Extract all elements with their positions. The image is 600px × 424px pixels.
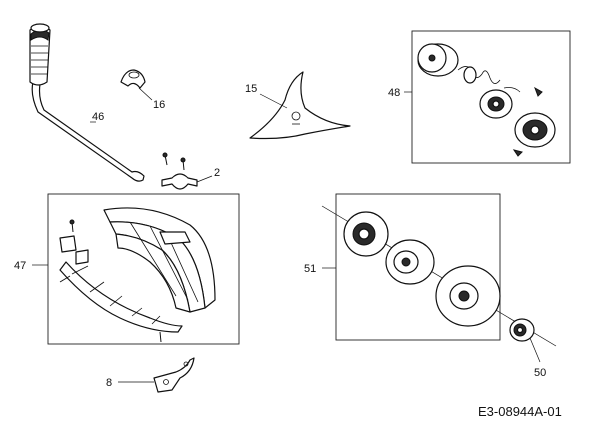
label-46: 46	[92, 111, 104, 123]
part-46-handle	[29, 23, 145, 182]
part-51-box	[335, 193, 501, 341]
label-8: 8	[106, 377, 112, 389]
part-47-box	[47, 193, 240, 345]
label-51: 51	[304, 263, 316, 275]
screw-icon	[159, 331, 162, 343]
callout-16: 16	[138, 87, 165, 111]
part-48-box	[411, 30, 571, 164]
callout-8: 8	[106, 377, 154, 389]
label-15: 15	[245, 83, 257, 95]
part-47-guard	[59, 207, 216, 333]
drawing-code: E3-08944A-01	[478, 404, 562, 419]
callout-46: 46	[90, 111, 104, 123]
part-2-clamp	[161, 152, 198, 190]
label-48: 48	[388, 87, 400, 99]
label-2: 2	[214, 167, 220, 179]
callout-50: 50	[529, 337, 546, 379]
callout-47: 47	[14, 260, 48, 272]
callout-2: 2	[196, 167, 220, 183]
part-48-trimmer-head	[417, 43, 556, 157]
part-15-blade	[249, 71, 351, 140]
part-51-discs	[321, 205, 557, 347]
label-16: 16	[153, 99, 165, 111]
part-50-nut	[509, 318, 535, 342]
callout-15: 15	[245, 83, 288, 109]
part-8-bracket	[153, 357, 195, 393]
label-50: 50	[534, 367, 546, 379]
callout-51: 51	[304, 263, 336, 275]
label-47: 47	[14, 260, 26, 272]
part-16-clip	[120, 69, 146, 89]
callout-48: 48	[388, 87, 412, 99]
